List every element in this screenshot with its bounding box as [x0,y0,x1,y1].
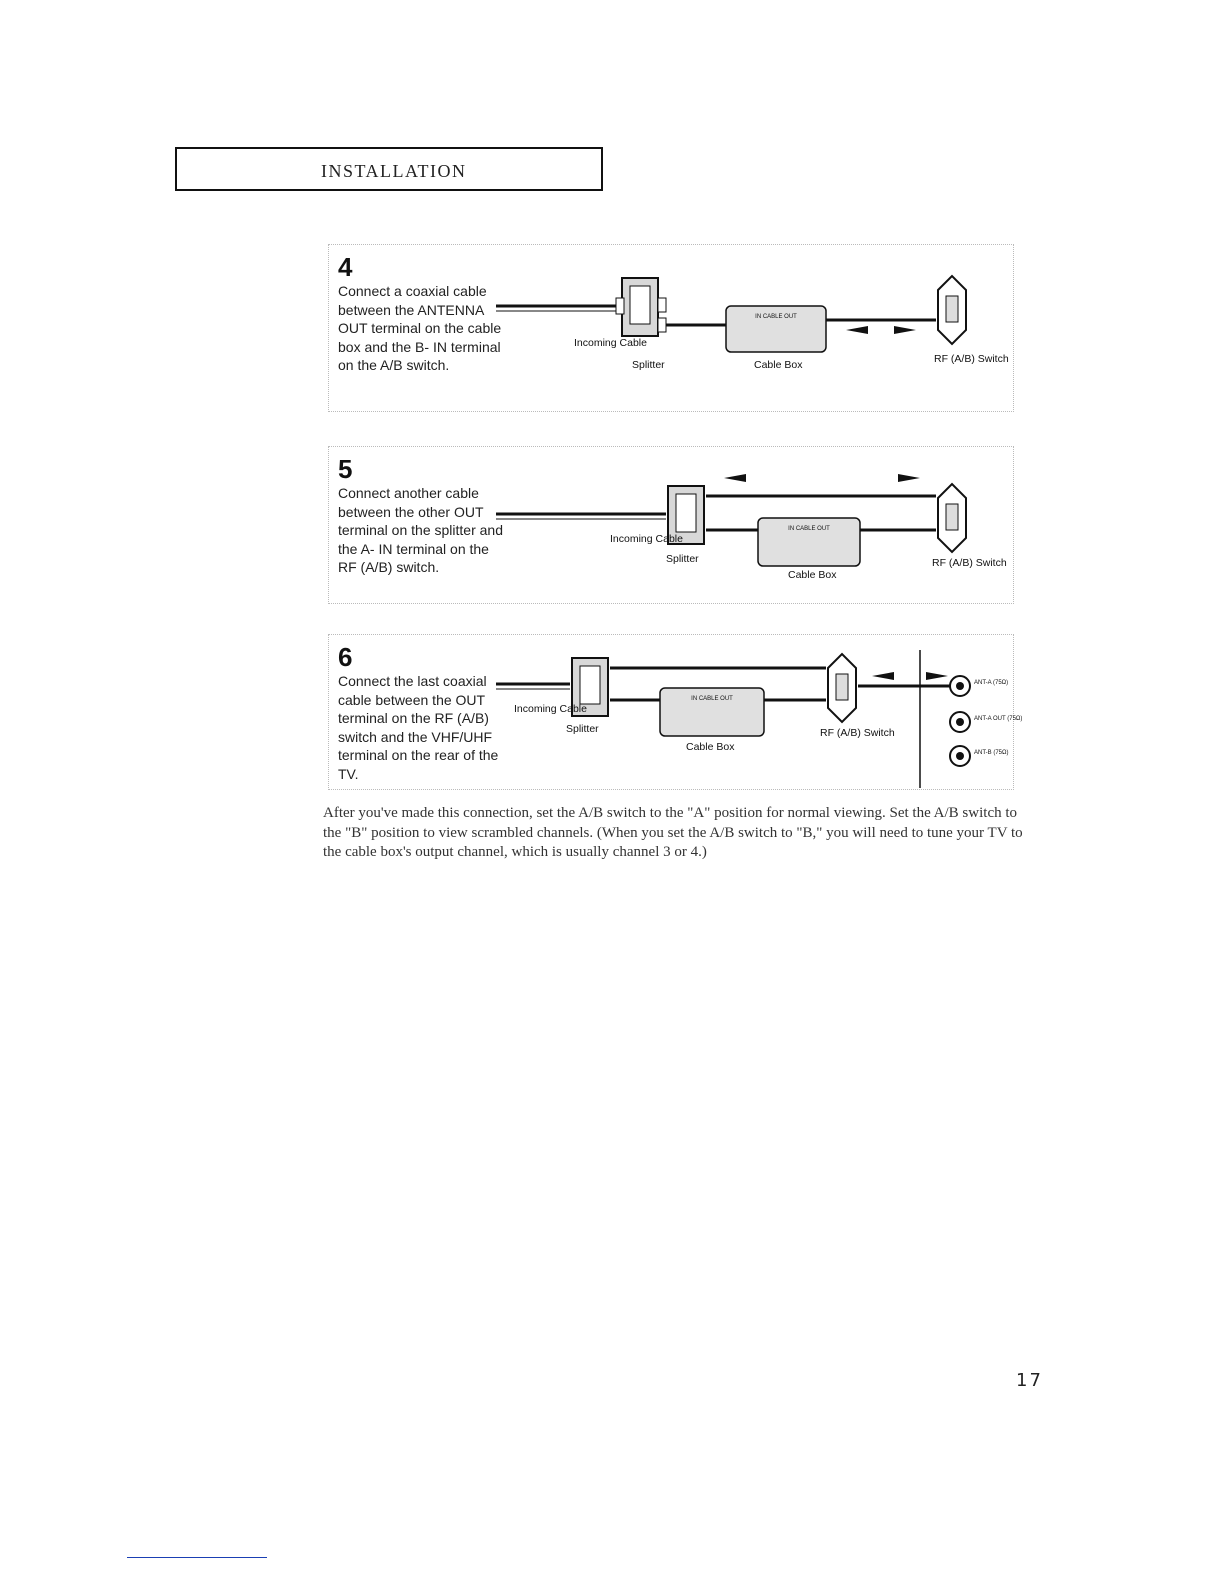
rf-switch-label: RF (A/B) Switch [932,557,1007,569]
box-terminals: IN CABLE OUT [691,696,733,702]
page-number: 17 [1016,1370,1043,1391]
cable-box-label: Cable Box [788,569,837,581]
step-5: 5 Connect another cable between the othe… [328,446,1014,606]
step-5-diagram: IN CABLE OUT Incoming Cable Splitter Cab… [496,474,1007,581]
step-instruction: Connect another cable between the other … [338,485,503,575]
step-number: 6 [338,642,353,672]
splitter-label: Splitter [566,723,599,735]
step-instruction: Connect the last coaxial cable between t… [338,673,499,782]
splitter-label: Splitter [666,553,699,565]
incoming-cable-label: Incoming Cable [610,533,683,545]
step-4: 4 Connect a coaxial cable between the AN… [328,244,1014,414]
step-instruction: Connect a coaxial cable between the ANTE… [338,283,502,373]
box-terminals: IN CABLE OUT [755,314,797,320]
cable-box-label: Cable Box [686,741,735,753]
rf-switch-label: RF (A/B) Switch [934,353,1009,365]
section-title: INSTALLATION [321,161,467,181]
incoming-cable-label: Incoming Cable [514,703,587,715]
section-header: INSTALLATION [175,147,603,191]
footer-rule [127,1557,267,1558]
incoming-cable-label: Incoming Cable [574,337,647,349]
tv-terminal-label: ANT-A OUT (75Ω) [974,716,1022,722]
cable-box-label: Cable Box [754,359,803,371]
step-4-diagram: IN CABLE OUT Incoming Cable Splitter Cab… [496,274,1009,371]
tv-terminal-label: ANT-B (75Ω) [974,750,1009,756]
after-connection-paragraph: After you've made this connection, set t… [323,805,1023,860]
step-6: 6 Connect the last coaxial cable between… [328,634,1022,794]
rf-switch-label: RF (A/B) Switch [820,727,895,739]
step-number: 5 [338,454,353,484]
box-terminals: IN CABLE OUT [788,526,830,532]
step-6-diagram: IN CABLE OUT ANT-A (75Ω) ANT-A OUT (75Ω)… [496,650,1022,788]
step-number: 4 [338,252,353,282]
splitter-label: Splitter [632,359,665,371]
tv-terminal-label: ANT-A (75Ω) [974,680,1008,686]
